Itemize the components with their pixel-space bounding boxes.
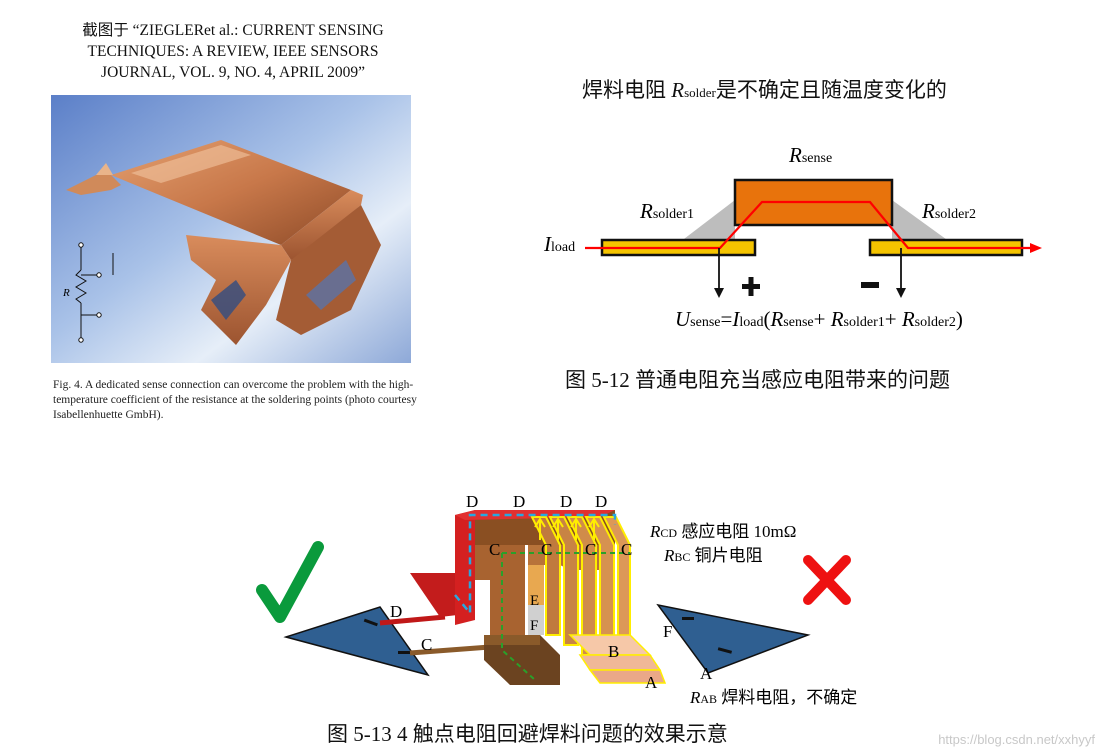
svg-text:A: A	[700, 664, 713, 683]
fig12-diagram: Rsense Rsolder1 Rsolder2 Iload Usense=Il…	[543, 143, 1042, 331]
rsense-label: Rsense	[788, 143, 832, 167]
current-arrow	[1030, 243, 1042, 253]
body-left-leg	[475, 545, 525, 655]
svg-text:D: D	[595, 492, 607, 511]
svg-text:D: D	[560, 492, 572, 511]
photo-caption: Fig. 4. A dedicated sense connection can…	[53, 379, 417, 421]
pad-e	[528, 565, 544, 605]
schematic-r-label: R	[62, 287, 70, 299]
right-minus-1	[682, 617, 694, 620]
solder-plates	[568, 634, 667, 684]
fig13-diagram: D D D D C C C C D C E F B A F A RCD 感应电阻…	[256, 492, 857, 707]
sense-arrow-right	[896, 288, 906, 298]
cross-icon	[803, 555, 851, 605]
wire-d	[379, 614, 446, 626]
left-meter-triangle	[283, 606, 430, 677]
rcd-annotation: RCD 感应电阻 10mΩ	[649, 522, 796, 541]
fig12-title-sub: solder	[684, 85, 716, 100]
check-icon	[256, 541, 324, 623]
rsolder1-label: Rsolder1	[639, 199, 694, 223]
plus-sign-v	[748, 277, 754, 296]
svg-text:C: C	[621, 540, 632, 559]
pad-f	[528, 605, 544, 635]
citation-line-2: TECHNIQUES: A REVIEW, IEEE SENSORS	[87, 43, 379, 60]
svg-text:F: F	[663, 622, 672, 641]
svg-text:F: F	[530, 618, 538, 634]
fig12-title-suffix: 是不确定且随温度变化的	[715, 78, 947, 102]
usense-formula: Usense=Iload(Rsense+ Rsolder1+ Rsolder2)	[675, 307, 963, 331]
rab-annotation: RAB 焊料电阻，不确定	[689, 688, 857, 707]
rbc-annotation: RBC 铜片电阻	[663, 546, 763, 565]
citation-line-3: JOURNAL, VOL. 9, NO. 4, APRIL 2009”	[101, 64, 365, 81]
left-minus-1	[363, 618, 378, 627]
citation-line-1: 截图于 “ZIEGLERet al.: CURRENT SENSING	[82, 22, 384, 39]
minus-sign	[861, 282, 879, 288]
svg-text:C: C	[489, 540, 500, 559]
svg-text:C: C	[421, 635, 432, 654]
right-meter-triangle	[656, 603, 811, 674]
sense-arrow-left	[714, 288, 724, 298]
svg-text:D: D	[513, 492, 525, 511]
svg-text:B: B	[608, 642, 619, 661]
watermark: https://blog.csdn.net/xxhyyf	[938, 732, 1095, 747]
iload-label: Iload	[543, 232, 575, 256]
fig12-title: 焊料电阻 Rsolder是不确定且随温度变化的	[582, 74, 947, 104]
fig12-caption: 图 5-12 普通电阻充当感应电阻带来的问题	[565, 368, 950, 392]
svg-text:E: E	[530, 593, 539, 609]
solder-fillet-left	[680, 200, 735, 242]
node-labels: D D D D C C C C D C E F B A F A	[390, 492, 713, 692]
current-trace	[585, 200, 1030, 250]
svg-text:C: C	[585, 540, 596, 559]
citation: 截图于 “ZIEGLERet al.: CURRENT SENSING TECH…	[48, 20, 418, 83]
resistor-photo: R	[51, 95, 411, 363]
rsolder2-label: Rsolder2	[921, 199, 976, 223]
finger-arrows	[534, 517, 600, 540]
svg-text:C: C	[541, 540, 552, 559]
svg-text:D: D	[390, 602, 402, 621]
right-minus-2	[717, 647, 733, 654]
left-minus-2	[398, 651, 410, 654]
fig13-caption: 图 5-13 4 触点电阻回避焊料问题的效果示意	[327, 722, 728, 746]
svg-text:A: A	[645, 673, 658, 692]
svg-text:D: D	[466, 492, 478, 511]
solder-fillet-right	[892, 200, 950, 242]
sense-path-dashed	[454, 513, 617, 617]
sense-fingers	[530, 516, 631, 676]
wire-c	[409, 644, 491, 656]
fig12-title-prefix: 焊料电阻	[582, 78, 672, 102]
fig12-title-r: R	[671, 78, 685, 102]
